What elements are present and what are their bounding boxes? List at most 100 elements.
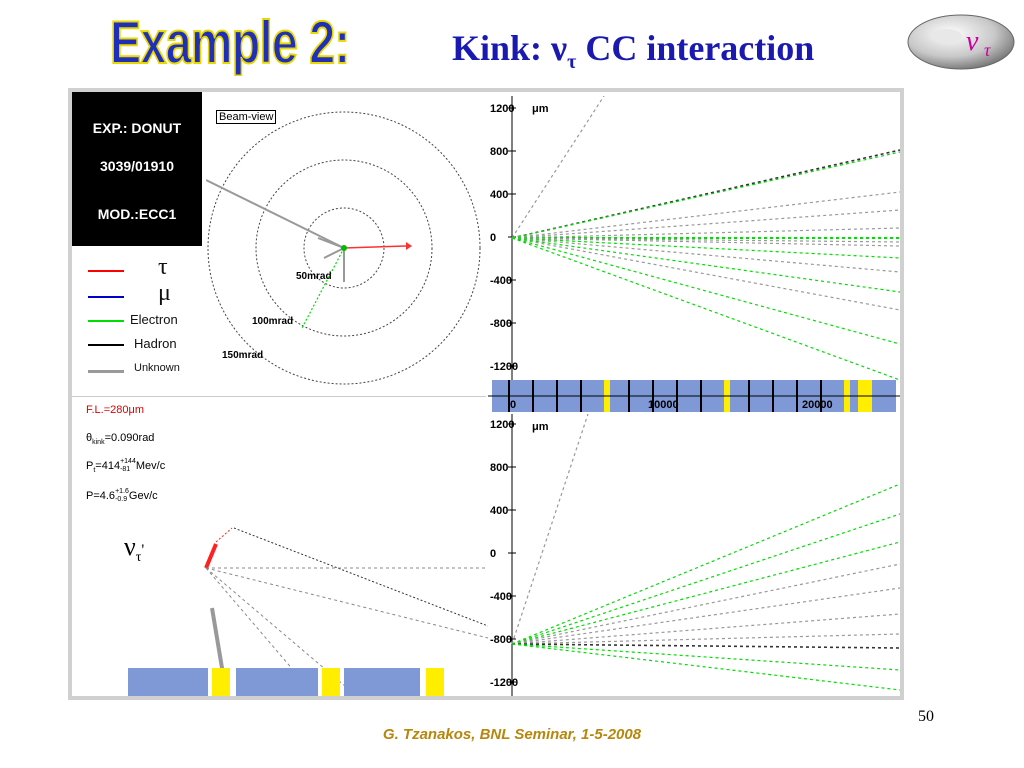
track-ray — [511, 237, 900, 345]
bottom-ticks-label: 0 — [490, 548, 496, 560]
pt-unit: Mev/c — [135, 459, 166, 472]
daughter-track-hadron — [233, 527, 488, 627]
track-ray — [511, 237, 900, 243]
bottom-ticks-label: -800 — [490, 634, 512, 646]
beam-view-plot: 50mrad 100mrad 150mrad — [206, 111, 481, 385]
ring-50mrad — [303, 207, 385, 289]
slide-title: Kink: ντ CC interaction — [452, 26, 814, 84]
beam-track-unknown — [206, 179, 345, 249]
p-error-up: +1.6 — [115, 488, 129, 495]
track-ray — [511, 237, 900, 273]
theta-value: =0.090rad — [104, 432, 155, 444]
electron-legend-label: Electron — [130, 312, 178, 327]
track-ray — [511, 563, 900, 645]
track-ray — [511, 227, 900, 239]
bottom-ticks-label: 800 — [490, 462, 508, 474]
beam-track-tau — [343, 245, 407, 249]
nu-prime: ' — [141, 542, 145, 559]
event-display-figure: EXP.: DONUT 3039/01910 MOD.:ECC1 τ μ Ele… — [68, 88, 904, 700]
track-ray — [511, 237, 900, 247]
side-emulsion-2 — [322, 668, 340, 696]
mu-legend-line — [88, 296, 124, 298]
mu-legend-symbol: μ — [158, 280, 171, 306]
logo-symbol: ν — [966, 26, 979, 57]
track-ray — [511, 237, 900, 259]
page-number: 50 — [918, 708, 934, 725]
kink-side-view — [128, 527, 488, 696]
footer-citation: G. Tzanakos, BNL Seminar, 1-5-2008 — [382, 726, 642, 743]
p-value: P=4.6 — [86, 489, 116, 502]
title-subscript: τ — [567, 51, 577, 74]
ring-100mrad — [255, 159, 433, 337]
hadron-legend-label: Hadron — [134, 336, 177, 351]
track-ray — [511, 643, 900, 649]
top-ticks-label: -800 — [490, 318, 512, 330]
p-error-down: -0.9 — [115, 496, 128, 503]
track-ray — [511, 513, 900, 645]
track-ray — [511, 541, 900, 645]
top-unit-label: μm — [532, 103, 549, 115]
side-module-block-1 — [128, 668, 208, 696]
track-ray — [511, 414, 589, 645]
tau-legend-symbol: τ — [158, 254, 168, 280]
event-info-box: EXP.: DONUT 3039/01910 MOD.:ECC1 — [72, 92, 202, 246]
experiment-label: EXP.: DONUT — [92, 120, 182, 136]
nu-tau-logo: ν τ — [906, 12, 1016, 72]
side-module-block-3 — [344, 668, 420, 696]
top-x-tick-0: 0 — [510, 399, 516, 411]
top-ticks-label: 400 — [490, 189, 508, 201]
top-ticks-label: 0 — [490, 232, 496, 244]
track-ray — [511, 613, 900, 645]
top-x-tick-20000: 20000 — [802, 399, 833, 411]
side-track-3 — [205, 567, 353, 693]
bottom-unit-label: μm — [532, 421, 549, 433]
track-ray — [511, 237, 900, 381]
track-ray — [511, 643, 900, 691]
pt-symbol: P — [86, 459, 94, 472]
track-ray — [511, 237, 900, 293]
flight-length: F.L.=280μm — [86, 404, 145, 416]
beam-track-unknown-4 — [317, 237, 345, 249]
example-title: Example 2: — [109, 8, 351, 77]
pt-error-down: -81 — [120, 466, 131, 473]
pt-subscript: t — [93, 467, 96, 475]
panel-divider — [72, 396, 486, 397]
beam-track-electron — [301, 247, 345, 329]
tau-track — [204, 543, 218, 569]
side-emulsion-3 — [426, 668, 444, 696]
pt-error-up: +144 — [120, 458, 136, 465]
tau-arrowhead — [406, 242, 412, 250]
title-prefix: Kink: ν — [452, 28, 568, 68]
event-label: 3039/01910 — [100, 158, 174, 174]
electron-legend-line — [88, 320, 124, 322]
side-track-2 — [205, 567, 488, 639]
legend: τ μ Electron Hadron Unknown — [72, 248, 206, 396]
ring-label-150: 150mrad — [222, 350, 263, 361]
track-ray — [511, 633, 900, 645]
beam-view-label: Beam-view — [216, 110, 277, 124]
top-ticks-label: -400 — [490, 275, 512, 287]
figure-canvas: EXP.: DONUT 3039/01910 MOD.:ECC1 τ μ Ele… — [72, 92, 900, 696]
tau-track-dotted — [215, 527, 233, 543]
bottom-ticks-label: 400 — [490, 505, 508, 517]
side-module-block-2 — [236, 668, 318, 696]
top-tracks — [511, 96, 900, 381]
top-x-tick-10000: 10000 — [648, 399, 679, 411]
p-unit: Gev/c — [128, 489, 158, 502]
theta-symbol: θ — [86, 432, 93, 444]
bottom-tracks — [511, 414, 900, 696]
track-ray — [511, 149, 900, 239]
top-ticks-label: 800 — [490, 146, 508, 158]
track-ray — [511, 191, 900, 239]
bottom-ticks-label: 1200 — [490, 419, 514, 431]
module-label: MOD.:ECC1 — [97, 206, 177, 222]
tau-legend-line — [88, 270, 124, 272]
track-ray — [511, 237, 900, 311]
logo-subscript: τ — [984, 40, 991, 60]
